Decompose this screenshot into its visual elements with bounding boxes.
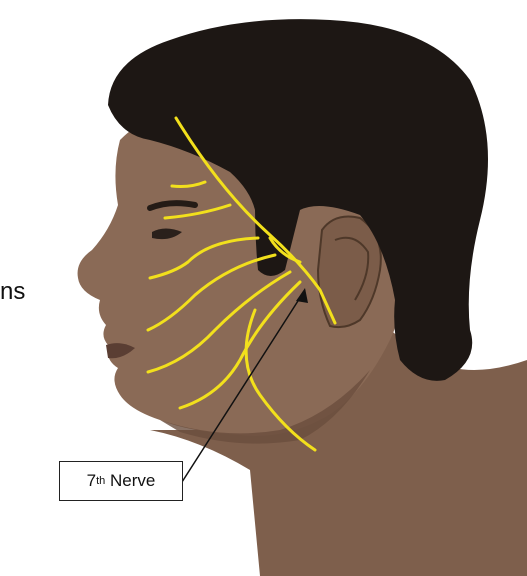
nerve-label-word: Nerve bbox=[110, 471, 155, 491]
partial-text: ns bbox=[0, 280, 25, 304]
nerve-label-number: 7 bbox=[87, 471, 96, 491]
nerve-label-superscript: th bbox=[96, 475, 105, 487]
